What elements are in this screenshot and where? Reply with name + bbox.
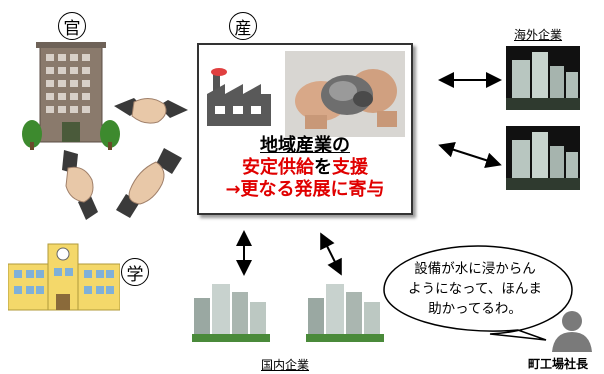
double-arrow-icon — [438, 142, 502, 168]
center-text: 地域産業の 安定供給を支援 →更なる発展に寄与 — [197, 135, 413, 201]
label-industry: 産 — [229, 12, 257, 40]
speaker-label: 町工場社長 — [528, 357, 589, 371]
city-skyline-icon — [506, 46, 580, 110]
overseas-label: 海外企業 — [514, 28, 563, 42]
center-line-2: 安定供給を支援 — [242, 157, 368, 178]
factory-icon — [207, 68, 271, 126]
city-skyline-icon — [192, 284, 270, 342]
government-building-icon — [22, 42, 120, 150]
person-silhouette-icon — [552, 311, 592, 352]
label-government: 官 — [58, 12, 86, 40]
speech-text: 設備が水に浸からん ようになって、ほんま 助かってるわ。 — [408, 261, 542, 317]
city-skyline-icon — [506, 126, 580, 190]
speech-bubble — [383, 245, 573, 341]
handshake-icon — [62, 150, 98, 220]
city-skyline-icon — [306, 284, 384, 342]
wrench-hand-icon — [285, 51, 405, 137]
double-arrow-icon — [320, 232, 342, 276]
school-building-icon — [8, 243, 120, 311]
handshake-icon — [114, 98, 188, 124]
center-line-3: →更なる発展に寄与 — [225, 179, 385, 200]
handshake-icon — [116, 148, 182, 218]
label-academia: 学 — [121, 258, 149, 286]
center-title: 地域産業の — [260, 135, 350, 156]
domestic-label: 国内企業 — [261, 358, 310, 372]
